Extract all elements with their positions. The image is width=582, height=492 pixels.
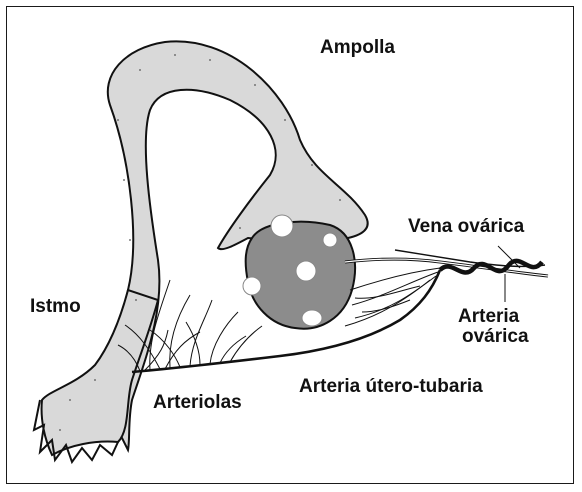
label-arteria-ovarica-line2: ovárica [462, 327, 529, 347]
label-arteria-utero-tubaria: Arteria útero-tubaria [299, 377, 483, 397]
label-arteria-ovarica: Arteria ovárica [458, 307, 529, 347]
label-arteriolas: Arteriolas [153, 393, 242, 413]
label-ampolla: Ampolla [320, 38, 395, 58]
label-arteria-ovarica-line1: Arteria [458, 307, 529, 327]
label-istmo: Istmo [30, 297, 81, 317]
label-vena-ovarica: Vena ovárica [408, 217, 524, 237]
